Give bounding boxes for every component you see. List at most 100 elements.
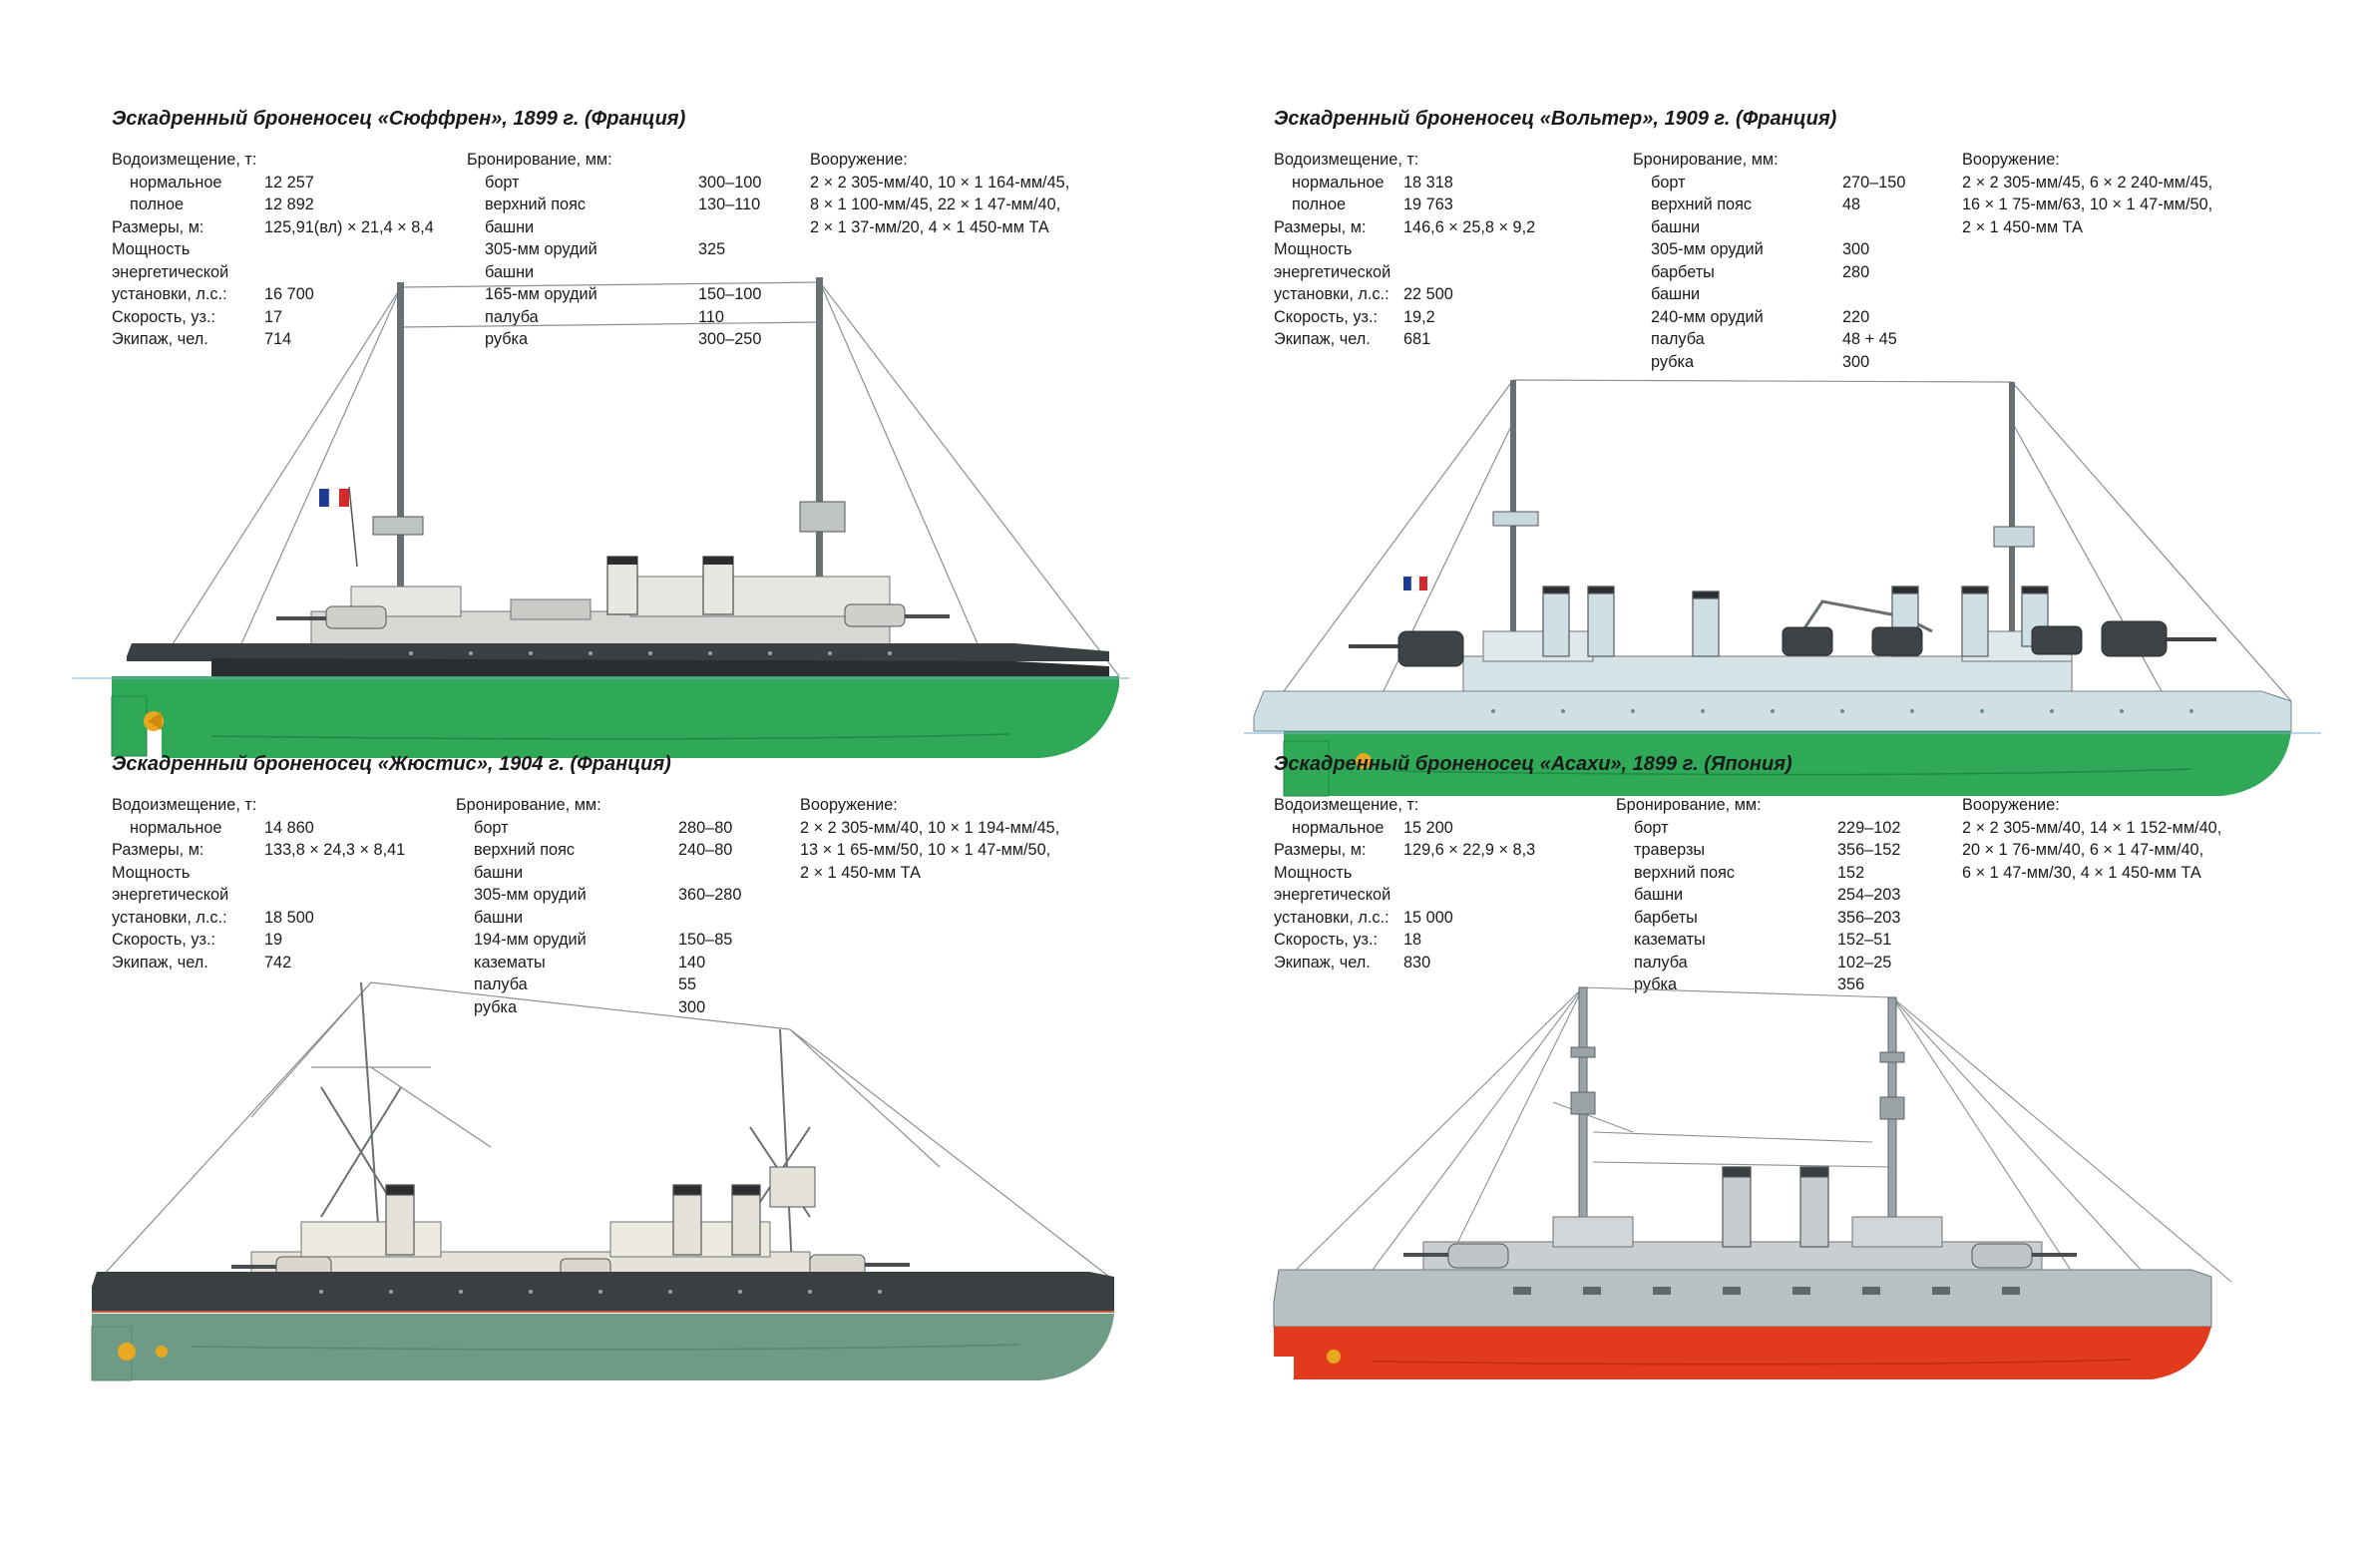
- armor-label: траверзы: [1634, 841, 1706, 859]
- spec-label: установки, л.с.:: [1274, 908, 1389, 927]
- armor-label: башни: [474, 863, 524, 882]
- armament-header: Вооружение:: [800, 796, 898, 814]
- spec-label: энергетической: [1274, 262, 1391, 281]
- spec-value: 17: [264, 307, 283, 326]
- armament-header: Вооружение:: [810, 151, 908, 169]
- armor-value: 356–203: [1837, 908, 1901, 927]
- armor-label: борт: [1634, 818, 1669, 837]
- spec-value: 19,2: [1403, 307, 1435, 326]
- armament-line: 16 × 1 75-мм/63, 10 × 1 47-мм/50,: [1962, 195, 2213, 213]
- armor-label: башни: [485, 217, 535, 236]
- armor-label: борт: [474, 818, 509, 837]
- spec-label: установки, л.с.:: [112, 908, 227, 927]
- armament-header: Вооружение:: [1962, 151, 2060, 169]
- armor-value: 356–152: [1837, 841, 1901, 859]
- armor-value: 270–150: [1842, 173, 1906, 192]
- armament-line: 8 × 1 100-мм/45, 22 × 1 47-мм/40,: [810, 195, 1061, 213]
- spec-value: 18 318: [1403, 173, 1453, 192]
- armament-line: 2 × 2 305-мм/40, 10 × 1 164-мм/45,: [810, 173, 1070, 192]
- spec-value: 714: [264, 330, 292, 348]
- spec-value: 125,91(вл) × 21,4 × 8,4: [264, 217, 434, 236]
- armor-value: 102–25: [1837, 953, 1892, 972]
- armor-label: палуба: [1634, 953, 1688, 972]
- spec-label: установки, л.с.:: [1274, 285, 1389, 303]
- armor-label: верхний пояс: [1651, 195, 1753, 213]
- spec-value: 22 500: [1403, 285, 1453, 303]
- panel-voltaire: Эскадренный броненосец «Вольтер», 1909 г…: [1244, 108, 2371, 806]
- armament-line: 2 × 2 305-мм/45, 6 × 2 240-мм/45,: [1962, 173, 2213, 192]
- armor-value: 140: [678, 953, 706, 972]
- armor-value: 48: [1842, 195, 1861, 213]
- spec-value: 12 257: [264, 173, 314, 192]
- ship-illustration-suffren: [72, 267, 1129, 771]
- armor-value: 110: [698, 307, 724, 326]
- armor-label: 240-мм орудий: [1651, 307, 1764, 326]
- panel-title: Эскадренный броненосец «Вольтер», 1909 г…: [1274, 108, 1837, 130]
- spec-value: 133,8 × 24,3 × 8,41: [264, 841, 406, 859]
- armor-label: казематы: [1634, 931, 1706, 949]
- ship-illustration-voltaire: [1244, 272, 2321, 801]
- armor-block: Бронирование, мм: борт 270–150 верхний по…: [1633, 149, 1962, 373]
- armor-value: 360–280: [678, 886, 742, 904]
- spec-value: 18: [1403, 931, 1422, 949]
- armor-label: палуба: [474, 976, 528, 993]
- armor-label: рубка: [474, 997, 518, 1016]
- armament-header: Вооружение:: [1962, 796, 2060, 814]
- spec-label: Мощность: [112, 863, 191, 882]
- armor-value: 280: [1842, 262, 1870, 281]
- ship-illustration-asahi: [1254, 953, 2251, 1391]
- specs-header: Водоизмещение, т:: [112, 796, 257, 814]
- spec-value: 18 500: [264, 908, 314, 927]
- spec-label: Размеры, м:: [1274, 217, 1367, 236]
- specs-header: Водоизмещение, т:: [1274, 796, 1419, 814]
- armament-block: Вооружение: 2 × 2 305-мм/40, 10 × 1 194-…: [800, 794, 1219, 884]
- spec-label: нормальное: [130, 173, 222, 192]
- spec-value: 742: [264, 953, 292, 972]
- armor-label: борт: [1651, 173, 1686, 192]
- armament-block: Вооружение: 2 × 2 305-мм/40, 10 × 1 164-…: [810, 149, 1229, 238]
- armor-value: 300: [1842, 352, 1870, 371]
- armor-label: палуба: [1651, 330, 1705, 348]
- spec-value: 19: [264, 931, 283, 949]
- armor-value: 150–100: [698, 285, 762, 303]
- spec-label: Экипаж, чел.: [112, 953, 208, 972]
- armor-label: башни: [1651, 285, 1701, 303]
- spec-value: 16 700: [264, 285, 314, 303]
- panel-justice: Эскадренный броненосец «Жюстис», 1904 г.…: [91, 753, 1289, 1451]
- spec-label: Экипаж, чел.: [1274, 953, 1371, 972]
- armor-value: 130–110: [698, 195, 761, 213]
- panel-title: Эскадренный броненосец «Сюффрен», 1899 г…: [112, 108, 686, 130]
- spec-value: 129,6 × 22,9 × 8,3: [1403, 841, 1536, 859]
- armor-header: Бронирование, мм:: [456, 796, 601, 814]
- ship-illustration-justice: [72, 968, 1129, 1406]
- spec-label: энергетической: [112, 262, 229, 281]
- spec-label: нормальное: [130, 818, 222, 837]
- armor-value: 280–80: [678, 818, 733, 837]
- armor-value: 152: [1837, 863, 1865, 882]
- spec-label: Размеры, м:: [1274, 841, 1367, 859]
- panel-asahi: Эскадренный броненосец «Асахи», 1899 г. …: [1273, 753, 2371, 1451]
- spec-value: 12 892: [264, 195, 314, 213]
- spec-value: 15 200: [1403, 818, 1453, 837]
- spec-value: 14 860: [264, 818, 314, 837]
- armor-label: борт: [485, 173, 520, 192]
- spec-label: Экипаж, чел.: [112, 330, 208, 348]
- armor-header: Бронирование, мм:: [1633, 151, 1779, 169]
- spec-value: 681: [1403, 330, 1431, 348]
- spec-label: Скорость, уз.:: [112, 931, 216, 949]
- armor-label: верхний пояс: [485, 195, 587, 213]
- panel-title: Эскадренный броненосец «Асахи», 1899 г. …: [1274, 753, 1792, 775]
- armor-value: 300: [678, 997, 706, 1016]
- armor-value: 229–102: [1837, 818, 1901, 837]
- armor-label: башни: [1634, 886, 1684, 904]
- armor-value: 300–100: [698, 173, 762, 192]
- armor-label: башни: [474, 908, 524, 927]
- panel-suffren: Эскадренный броненосец «Сюффрен», 1899 г…: [72, 108, 1289, 806]
- spec-label: нормальное: [1292, 173, 1385, 192]
- armor-label: башни: [1651, 217, 1701, 236]
